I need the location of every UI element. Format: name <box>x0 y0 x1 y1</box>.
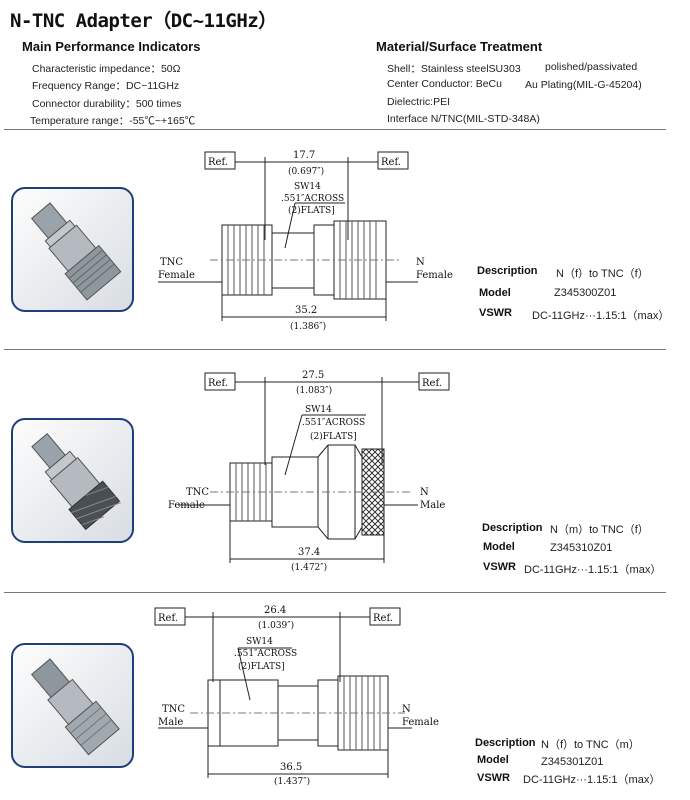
material-interface: Interface N/TNC(MIL-STD-348A) <box>387 113 540 125</box>
sw-label-2: SW14 <box>305 405 332 415</box>
adapter-photo-icon <box>30 658 120 756</box>
material-dielectric: Dielectric:PEI <box>387 96 451 108</box>
top-dim-in-1: (0.697″) <box>288 166 324 177</box>
ref-right-3: Ref. <box>373 613 393 624</box>
model-value-1: Z345300Z01 <box>554 287 617 299</box>
flats-label-2: (2)FLATS] <box>310 431 357 442</box>
material-shell: Shell：Stainless steelSU303 <box>387 63 521 75</box>
bottom-dim-1: 35.2 <box>295 305 317 316</box>
ref-box-right <box>377 151 409 170</box>
right-label-1a: N <box>416 257 425 268</box>
divider <box>4 129 666 130</box>
flats-label-3: (2)FLATS] <box>238 661 285 672</box>
left-label-3b: Male <box>158 717 183 728</box>
drawing-3: Ref. Ref. 26.4 (1.039″) SW14 .551″ACROSS… <box>154 605 439 787</box>
right-label-1b: Female <box>416 270 453 281</box>
description-value-3: N（f）to TNC（m） <box>541 739 640 751</box>
material-shell-finish: polished/passivated <box>545 61 638 73</box>
top-dim-1: 17.7 <box>293 150 315 161</box>
right-label-3a: N <box>402 704 411 715</box>
divider <box>4 349 666 350</box>
spec-durability: Connector durability：500 times <box>32 98 182 110</box>
bottom-dim-in-2: (1.472″) <box>291 562 327 573</box>
flats-label-1: (2)FLATS] <box>288 205 335 216</box>
sw-label-3: SW14 <box>246 637 273 647</box>
ref-left-3: Ref. <box>158 613 178 624</box>
vswr-label-2: VSWR <box>483 561 516 573</box>
vswr-value-1: DC-11GHz···1.15:1（max） <box>532 310 670 322</box>
top-dim-3: 26.4 <box>264 605 286 616</box>
bottom-dim-in-1: (1.386″) <box>290 321 326 332</box>
top-dim-2: 27.5 <box>302 370 324 381</box>
description-label-2: Description <box>482 522 543 534</box>
description-label-3: Description <box>475 737 536 749</box>
across-label-3: .551″ACROSS <box>234 649 297 659</box>
top-dim-in-3: (1.039″) <box>258 620 294 631</box>
adapter-photo-icon <box>31 433 121 531</box>
right-label-3b: Female <box>402 717 439 728</box>
ref-left-1: Ref. <box>208 157 228 168</box>
description-value-1: N（f）to TNC（f） <box>556 268 649 280</box>
product-photo-1 <box>11 187 134 312</box>
left-label-1a: TNC <box>160 257 183 268</box>
vswr-label-3: VSWR <box>477 772 510 784</box>
bottom-dim-2: 37.4 <box>298 547 320 558</box>
across-label-2: .551″ACROSS <box>302 418 365 428</box>
spec-temperature: Temperature range：-55℃~+165℃ <box>30 115 196 127</box>
model-label-3: Model <box>477 754 509 766</box>
vswr-value-3: DC-11GHz···1.15:1（max） <box>523 774 661 786</box>
page-title: N-TNC Adapter（DC~11GHz） <box>10 10 277 32</box>
ref-right-2: Ref. <box>422 378 442 389</box>
right-label-2b: Male <box>420 500 445 511</box>
ref-box-left <box>204 151 236 170</box>
bottom-dim-in-3: (1.437″) <box>274 776 310 787</box>
material-center-finish: Au Plating(MIL-G-45204) <box>525 79 642 91</box>
left-label-1b: Female <box>158 270 195 281</box>
ref-right-1: Ref. <box>381 157 401 168</box>
sw-label-1: SW14 <box>294 182 321 192</box>
drawing-2: Ref. Ref. 27.5 (1.083″) SW14 .551″ACROSS… <box>168 370 450 573</box>
description-value-2: N（m）to TNC（f） <box>550 524 649 536</box>
product-photo-2 <box>11 418 134 543</box>
vswr-value-2: DC-11GHz···1.15:1（max） <box>524 564 662 576</box>
divider <box>4 592 666 593</box>
left-label-3a: TNC <box>162 704 185 715</box>
product-photo-3 <box>11 643 134 768</box>
spec-frequency: Frequency Range：DC~11GHz <box>32 80 180 92</box>
across-label-1: .551″ACROSS <box>281 194 344 204</box>
drawing-1: Ref. Ref. 17.7 (0.697″) SW14 .551″ACROSS… <box>158 150 453 332</box>
vswr-label-1: VSWR <box>479 307 512 319</box>
right-label-2a: N <box>420 487 429 498</box>
material-center: Center Conductor: BeCu <box>387 78 502 90</box>
left-label-2a: TNC <box>186 487 209 498</box>
left-label-2b: Female <box>168 500 205 511</box>
model-value-3: Z345301Z01 <box>541 756 604 768</box>
spec-impedance: Characteristic impedance：50Ω <box>32 63 181 75</box>
ref-left-2: Ref. <box>208 378 228 389</box>
performance-heading: Main Performance Indicators <box>22 39 201 54</box>
description-label-1: Description <box>477 265 538 277</box>
model-value-2: Z345310Z01 <box>550 542 613 554</box>
bottom-dim-3: 36.5 <box>280 762 302 773</box>
adapter-photo-icon <box>30 202 122 301</box>
model-label-1: Model <box>479 287 511 299</box>
model-label-2: Model <box>483 541 515 553</box>
top-dim-in-2: (1.083″) <box>296 385 332 396</box>
material-heading: Material/Surface Treatment <box>376 39 543 54</box>
